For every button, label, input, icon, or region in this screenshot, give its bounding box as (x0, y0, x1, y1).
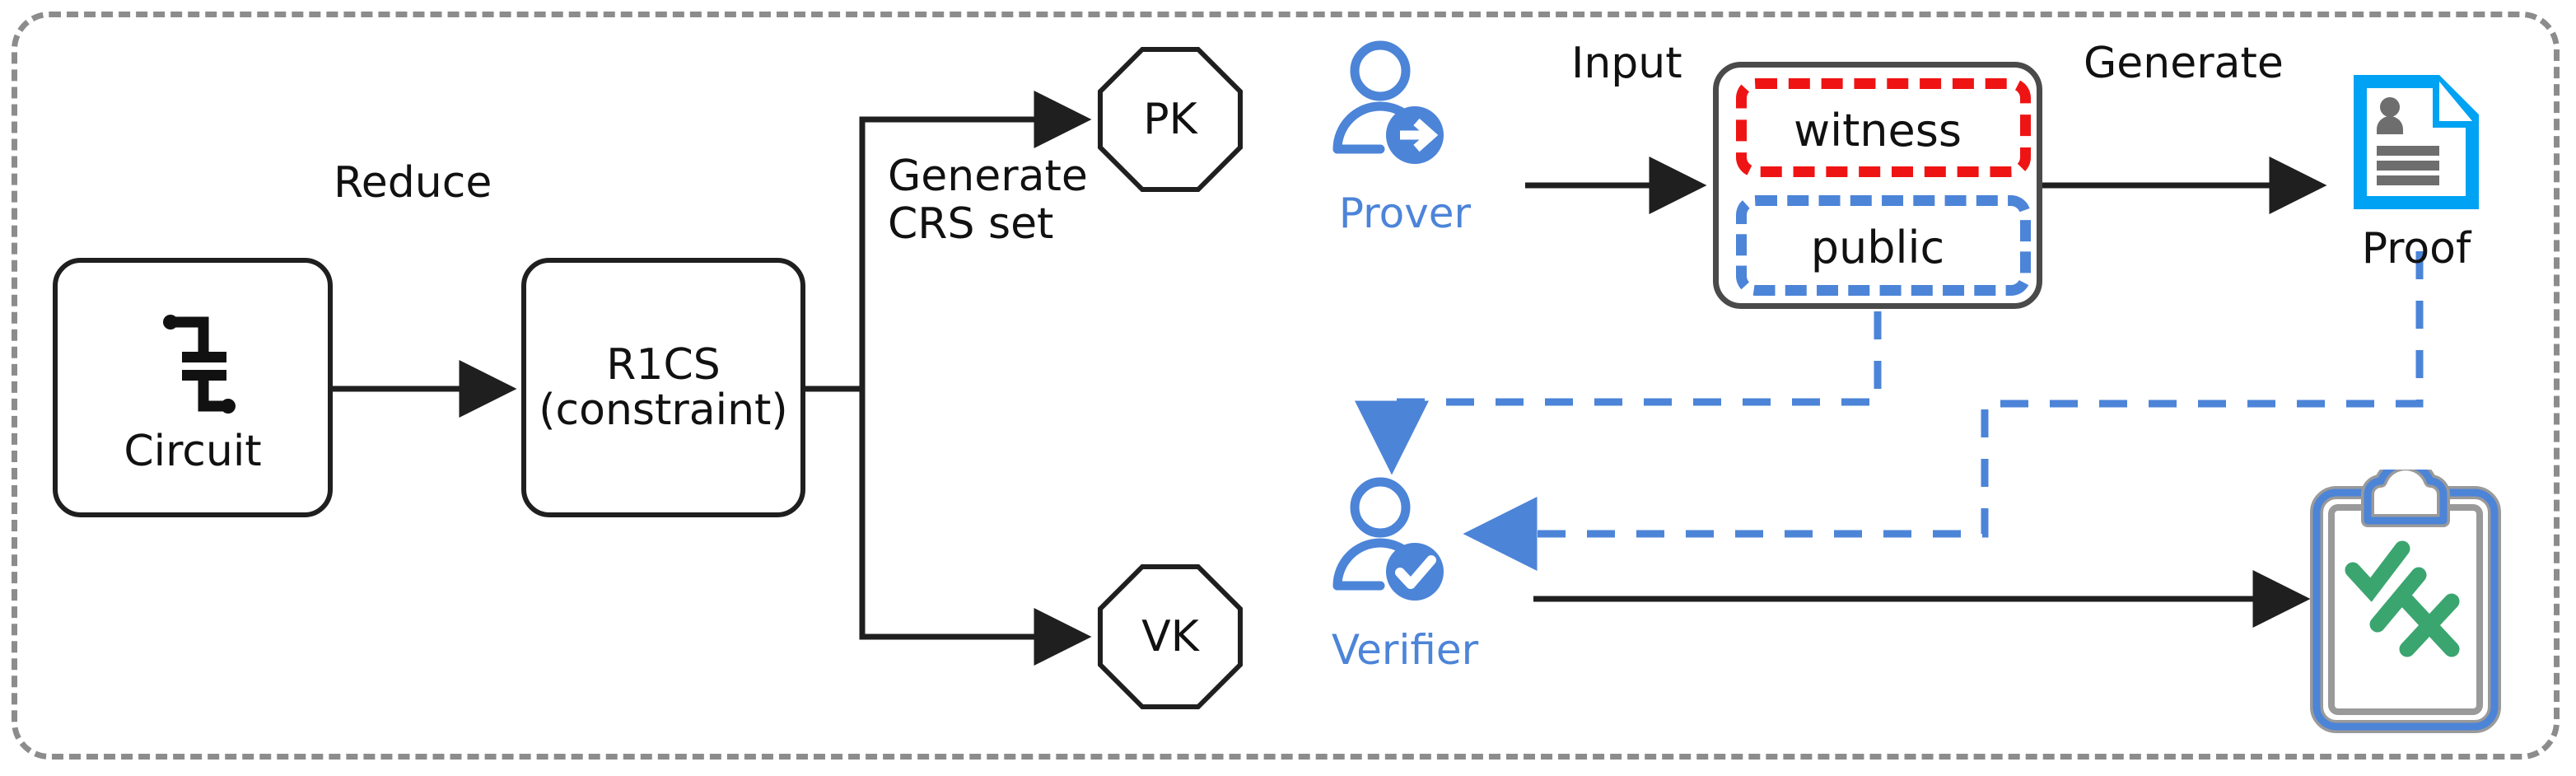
capacitor-circuit-icon (163, 315, 236, 414)
edge-label-generate: Generate (2084, 39, 2284, 88)
node-prover-label: Prover (1338, 189, 1472, 237)
public-label: public (1810, 222, 1945, 273)
node-verifier[interactable]: Verifier (1329, 476, 1478, 674)
clipboard-check-cross-icon[interactable] (2310, 470, 2501, 733)
person-arrow-icon (1332, 40, 1444, 164)
node-prover[interactable]: Prover (1329, 40, 1471, 237)
public-dashed-region (1736, 195, 2031, 296)
edge-label-generate-crs-line2: CRS set (888, 199, 1054, 250)
node-circuit[interactable]: Circuit (53, 258, 333, 517)
node-verifier-label: Verifier (1331, 626, 1479, 674)
node-pk-label: PK (1143, 95, 1197, 144)
node-r1cs-label-line2: (constraint) (539, 385, 788, 435)
person-check-icon (1332, 477, 1444, 601)
node-proof-label: Proof (2361, 224, 2471, 273)
vk-octagon-fill (1103, 569, 1238, 704)
node-circuit-label: Circuit (124, 427, 262, 477)
node-vk-label: VK (1141, 612, 1199, 661)
node-r1cs-label-line1: R1CS (606, 339, 721, 390)
edge-label-input: Input (1571, 39, 1682, 88)
witness-dashed-region (1736, 78, 2031, 177)
node-r1cs[interactable]: R1CS (constraint) (521, 258, 805, 517)
witness-label: witness (1793, 105, 1962, 157)
node-pk[interactable]: PK (1098, 47, 1243, 192)
edge-label-generate-crs-line1: Generate (888, 152, 1088, 201)
edge-label-generate-crs: Generate CRS set (888, 152, 1088, 250)
document-person-icon[interactable] (2349, 70, 2484, 214)
outer-dashed-frame (12, 12, 2560, 760)
pk-octagon-fill (1103, 52, 1238, 187)
edge-label-reduce: Reduce (334, 158, 492, 208)
node-vk[interactable]: VK (1098, 564, 1243, 709)
node-witness-public[interactable]: witness public (1713, 62, 2042, 309)
